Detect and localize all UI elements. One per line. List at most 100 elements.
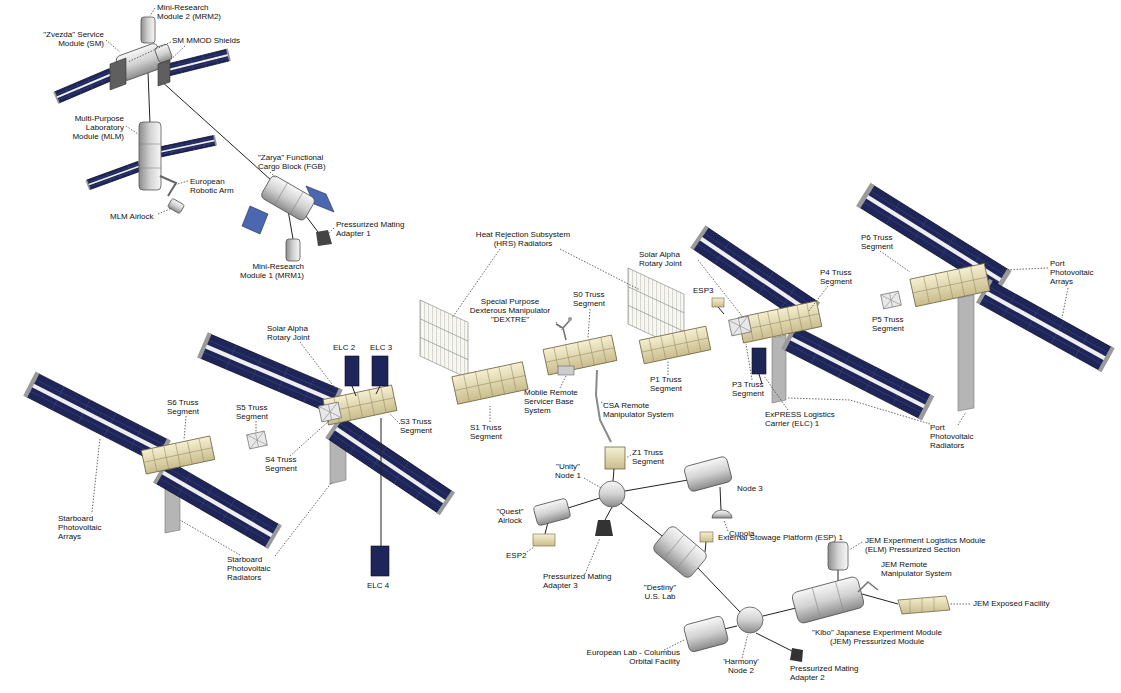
part-label: "Quest" Airlock xyxy=(490,507,530,525)
logistics-carrier xyxy=(752,348,766,374)
module-ring xyxy=(812,581,843,618)
part-label: Z1 Truss Segment xyxy=(632,448,676,466)
stowage-platform xyxy=(712,298,724,307)
part-label: ELC 2 xyxy=(333,343,355,352)
truss-ribs xyxy=(452,362,528,404)
module-ring xyxy=(275,183,304,215)
truss-ribs xyxy=(639,326,711,364)
part-label: "Destiny" U.S. Lab xyxy=(638,583,682,601)
part-label: Port Photovoltaic Arrays xyxy=(1050,259,1106,286)
part-label: Special Purpose Dexterous Manipulator "D… xyxy=(462,297,558,324)
logistics-carrier xyxy=(372,356,388,386)
airlock xyxy=(533,498,571,526)
module-body xyxy=(286,239,300,261)
truss-ribs xyxy=(543,335,617,375)
module-body xyxy=(683,456,732,493)
logistics-carrier xyxy=(371,546,389,576)
truss-ribs xyxy=(910,263,990,306)
truss-segment xyxy=(141,436,214,474)
truss-segment xyxy=(738,301,822,343)
part-label: Multi-Purpose Laboratory Module (MLM) xyxy=(62,114,124,141)
module xyxy=(139,122,161,190)
dextre-manipulator xyxy=(556,320,570,340)
solar-array xyxy=(165,49,231,77)
truss-body xyxy=(639,326,711,364)
truss-segment xyxy=(543,335,617,375)
robotic-arm xyxy=(858,582,878,592)
logistics-carrier xyxy=(345,356,359,386)
hrs-radiator xyxy=(420,300,468,378)
part-label: ELC 3 xyxy=(370,343,392,352)
part-label: European Lab - Columbus Orbital Facility xyxy=(576,648,680,666)
module-body xyxy=(141,17,155,43)
lab-module xyxy=(683,615,729,652)
part-label: MLM Airlock xyxy=(110,212,154,221)
radiator-seam xyxy=(420,319,468,360)
truss-ribs xyxy=(141,436,214,474)
solar-array xyxy=(242,206,268,234)
part-label: Solar Alpha Rotary Joint xyxy=(267,324,323,342)
module-ring xyxy=(664,535,697,570)
part-label: Starboard Photovoltaic Arrays xyxy=(58,514,114,541)
module xyxy=(286,239,300,261)
part-label: SM MMOD Shields xyxy=(172,36,240,45)
solar-array xyxy=(158,135,217,157)
truss-segment xyxy=(452,362,528,404)
solar-array xyxy=(153,459,282,549)
truss-segment xyxy=(639,326,711,364)
solar-array xyxy=(325,415,455,515)
cupola xyxy=(712,510,732,518)
module-body xyxy=(791,576,865,625)
part-label: Heat Rejection Subsystem (HRS) Radiators xyxy=(468,230,578,248)
rotary-joint xyxy=(319,402,342,422)
part-label: CSA Remote Manipulator System xyxy=(603,401,687,419)
rotary-joint xyxy=(729,316,752,336)
part-label: Pressurized Mating Adapter 3 xyxy=(543,572,617,590)
node-module xyxy=(683,456,732,493)
part-label: European Robotic Arm xyxy=(190,177,244,195)
part-label: S4 Truss Segment xyxy=(265,455,309,473)
part-label: "Zvezda" Service Module (SM) xyxy=(18,30,104,48)
module-ring xyxy=(139,144,161,168)
part-label: Mobile Remote Servicer Base System xyxy=(524,388,588,415)
airlock xyxy=(167,198,184,214)
mating-adapter xyxy=(595,520,613,536)
connector-line xyxy=(545,469,898,652)
mmod-shield xyxy=(110,58,126,90)
part-label: "Unity" Node 1 xyxy=(548,462,588,480)
part-label: 'Harmony' Node 2 xyxy=(720,657,762,675)
stowage-platform xyxy=(700,532,713,542)
part-label: S0 Truss Segment xyxy=(573,290,617,308)
truss-lattice xyxy=(881,291,902,309)
part-label: Pressurized Mating Adapter 2 xyxy=(790,664,864,682)
part-label: Starboard Photovoltaic Radiators xyxy=(227,555,283,582)
stowage-platform xyxy=(533,534,555,546)
part-label: S3 Truss Segment xyxy=(400,417,444,435)
solar-array xyxy=(197,332,343,414)
truss-body xyxy=(452,362,528,404)
part-label: S6 Truss Segment xyxy=(167,398,211,416)
mating-adapter xyxy=(790,648,803,662)
part-label: JEM Remote Manipulator System xyxy=(881,560,965,578)
part-label: P6 Truss Segment xyxy=(861,233,905,251)
solar-array xyxy=(976,279,1115,372)
mmod-shield xyxy=(158,60,170,86)
module xyxy=(141,17,155,43)
part-label: External Stowage Platform (ESP) 1 xyxy=(718,533,843,542)
truss-body xyxy=(543,335,617,375)
part-label: P4 Truss Segment xyxy=(820,268,864,286)
node-module xyxy=(737,607,763,633)
robotic-arm xyxy=(160,176,176,196)
part-label: P5 Truss Segment xyxy=(872,315,916,333)
module-body xyxy=(683,615,729,652)
part-label: ESP2 xyxy=(506,551,526,560)
truss-segment xyxy=(910,263,990,306)
truss-body xyxy=(910,263,990,306)
solar-array xyxy=(781,324,934,420)
leader-line xyxy=(92,8,1068,658)
truss-body xyxy=(141,436,214,474)
part-label: Node 3 xyxy=(737,484,763,493)
logistics-module xyxy=(828,542,848,570)
truss-ribs xyxy=(738,301,822,343)
part-label: JEM Experiment Logistics Module (ELM) Pr… xyxy=(865,536,1005,554)
